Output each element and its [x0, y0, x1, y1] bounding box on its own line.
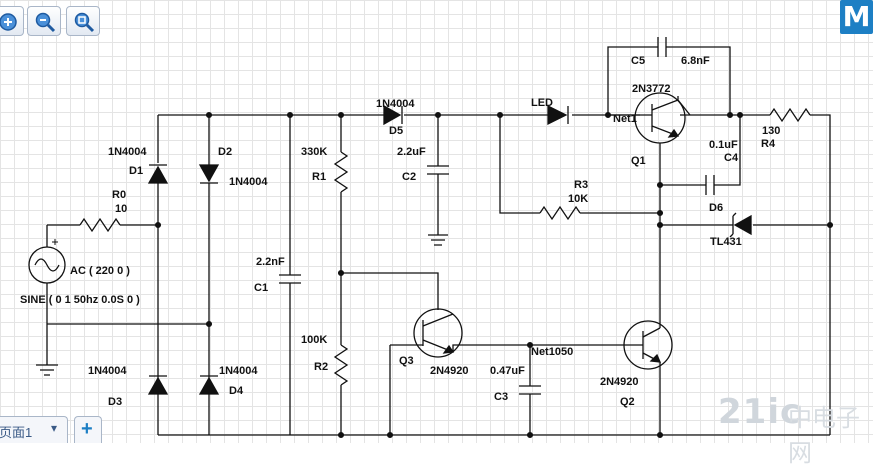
r1-value-label: 330K	[301, 146, 327, 158]
c1-label: C1	[254, 282, 268, 294]
r0-label: R0	[112, 189, 126, 201]
r4-value-label: 130	[762, 125, 780, 137]
q2-model-label: 2N4920	[600, 376, 639, 388]
r2-value-label: 100K	[301, 334, 327, 346]
zoom-out-icon	[35, 12, 56, 33]
zoom-out-button[interactable]	[27, 6, 61, 36]
r3-value-label: 10K	[568, 193, 588, 205]
schematic-canvas[interactable]	[0, 0, 873, 443]
c4-label: C4	[724, 152, 739, 164]
watermark-logo: 21ic	[718, 392, 802, 432]
circuit-diagram: 1N4004 D1 D2 1N4004 R0 10 AC ( 220 0 ) S…	[20, 37, 834, 439]
net1-label: Net1	[613, 113, 637, 125]
c1-value-label: 2.2nF	[256, 256, 285, 268]
tl431-label: TL431	[710, 236, 742, 248]
zoom-fit-icon	[74, 12, 95, 33]
d5-label: D5	[389, 125, 403, 137]
c2-label: C2	[402, 171, 416, 183]
c4-value-label: 0.1uF	[709, 139, 738, 151]
add-icon: +	[81, 418, 93, 440]
c3-label: C3	[494, 391, 508, 403]
q1-label: Q1	[631, 155, 646, 167]
r3-label: R3	[574, 179, 588, 191]
led-label: LED	[531, 97, 553, 109]
r0-value-label: 10	[115, 203, 127, 215]
r1-label: R1	[312, 171, 326, 183]
d4-model-label: 1N4004	[219, 365, 258, 377]
c2-value-label: 2.2uF	[397, 146, 426, 158]
tab-page-1-label: 页面1	[0, 425, 33, 440]
d5-model-label: 1N4004	[376, 98, 415, 110]
d4-label: D4	[229, 385, 244, 397]
d3-model-label: 1N4004	[88, 365, 127, 377]
zoom-in-icon	[0, 13, 17, 31]
c5-value-label: 6.8nF	[681, 55, 710, 67]
q3-model-label: 2N4920	[430, 365, 469, 377]
net1050-label: Net1050	[531, 346, 573, 358]
sine-param-label: SINE ( 0 1 50hz 0.0S 0 )	[20, 294, 140, 306]
ac-source-label: AC ( 220 0 )	[70, 265, 130, 277]
r2-label: R2	[314, 361, 328, 373]
c5-label: C5	[631, 55, 645, 67]
c3-value-label: 0.47uF	[490, 365, 525, 377]
r4-label: R4	[761, 138, 776, 150]
q2-label: Q2	[620, 396, 635, 408]
zoom-in-button[interactable]	[0, 6, 24, 36]
d1-label: D1	[129, 165, 143, 177]
d2-label: D2	[218, 146, 232, 158]
tab-page-1[interactable]: 页面1 ▾	[0, 416, 68, 443]
q1-model-label: 2N3772	[632, 83, 671, 95]
d2-model-label: 1N4004	[229, 176, 268, 188]
d6-label: D6	[709, 202, 723, 214]
zoom-fit-button[interactable]	[66, 6, 100, 36]
q3-label: Q3	[399, 355, 414, 367]
chevron-down-icon[interactable]: ▾	[51, 421, 58, 435]
app-logo: M	[840, 0, 873, 34]
add-page-button[interactable]: +	[74, 416, 102, 443]
d3-label: D3	[108, 396, 122, 408]
watermark-subtext: 中电子网	[788, 404, 860, 467]
d1-model-label: 1N4004	[108, 146, 147, 158]
